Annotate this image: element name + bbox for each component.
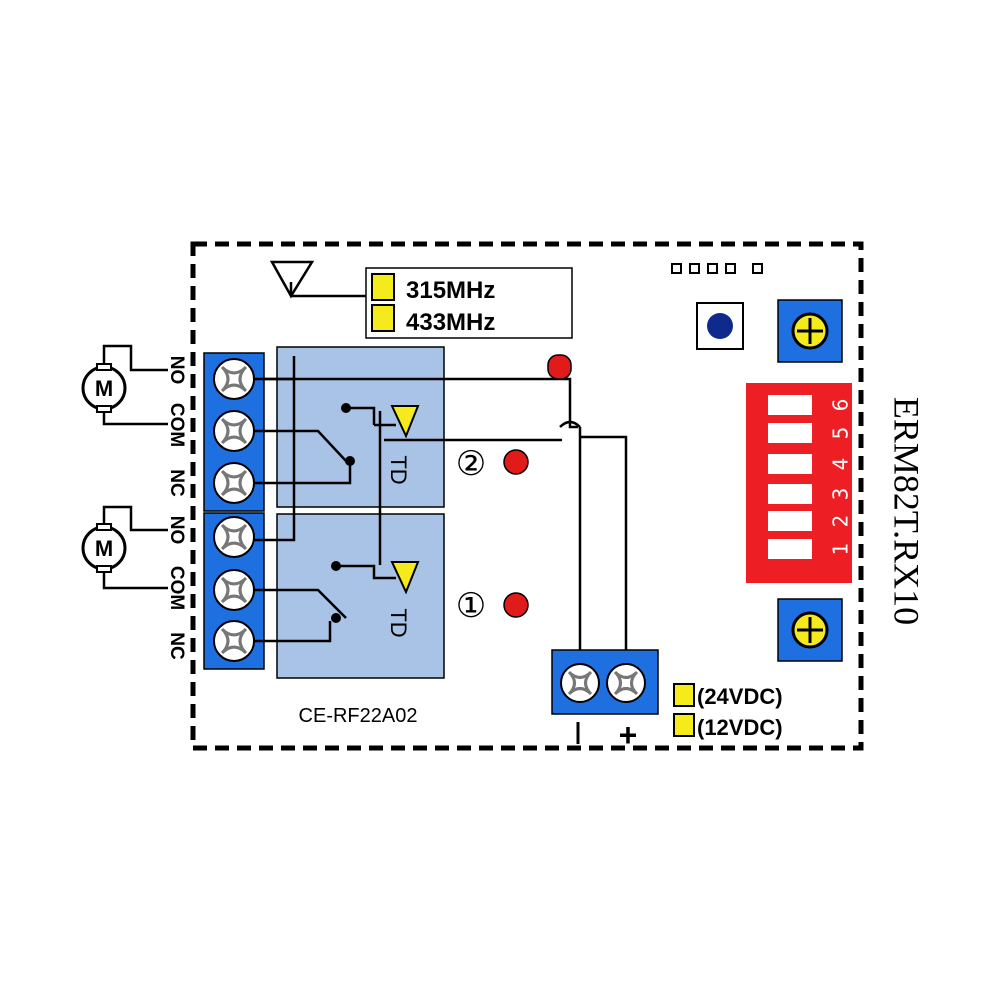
jumper-24vdc[interactable] [673, 683, 695, 707]
motor-wiring [102, 344, 168, 590]
label-nc-lower: NC [166, 632, 187, 660]
led-channel-2 [503, 449, 529, 475]
frequency-selector: 315MHz 433MHz [365, 267, 573, 339]
td-label-upper: TD [386, 455, 411, 484]
channel-1-label: ① [456, 587, 486, 625]
jumper-12vdc[interactable] [673, 713, 695, 737]
voltage-24-label: (24VDC) [697, 684, 783, 709]
label-nc-upper: NC [166, 469, 187, 497]
motor-upper-label: M [95, 376, 113, 401]
motor-upper-icon: M [81, 363, 127, 413]
power-terminal-plus[interactable] [606, 663, 646, 703]
power-terminal-minus[interactable] [560, 663, 600, 703]
board-outline [190, 241, 864, 751]
potentiometer-bottom[interactable] [777, 598, 843, 662]
motor-lower-label: M [95, 536, 113, 561]
dip-number-3: 3 [829, 488, 853, 501]
terminal-screw[interactable] [213, 516, 255, 558]
relay-1-body [276, 513, 445, 679]
terminal-screw[interactable] [213, 462, 255, 504]
dip-toggle-5[interactable] [768, 423, 812, 443]
terminal-screw[interactable] [213, 620, 255, 662]
relay-2-body [276, 346, 445, 508]
model-name: ERM82T.RX10 [887, 397, 927, 625]
dip-toggle-3[interactable] [768, 484, 812, 504]
dip-switch: 6 5 4 3 2 1 [746, 383, 853, 583]
dip-number-1: 1 [829, 543, 853, 556]
dip-number-5: 5 [829, 427, 853, 440]
motor-lower-icon: M [81, 523, 127, 573]
dip-number-4: 4 [829, 458, 853, 471]
relay-wiring [254, 356, 628, 680]
power-terminal-block [551, 649, 659, 715]
terminal-screw[interactable] [213, 569, 255, 611]
dip-toggle-1[interactable] [768, 539, 812, 559]
terminal-screw[interactable] [213, 358, 255, 400]
td-indicator-lower [390, 561, 420, 595]
td-label-lower: TD [386, 608, 411, 637]
freq-433-label: 433MHz [406, 309, 495, 336]
dip-number-6: 6 [829, 399, 853, 412]
dip-toggle-2[interactable] [768, 511, 812, 531]
potentiometer-top[interactable] [777, 299, 843, 363]
led-channel-1 [503, 592, 529, 618]
label-com-lower: COM [166, 566, 187, 610]
dip-toggle-4[interactable] [768, 454, 812, 474]
label-no-upper: NO [166, 356, 187, 385]
voltage-12-label: (12VDC) [697, 715, 783, 740]
antenna-icon [269, 260, 370, 299]
jumper-315mhz[interactable] [371, 273, 395, 301]
led-power [547, 354, 572, 380]
td-indicator-upper [390, 405, 420, 439]
freq-315-label: 315MHz [406, 277, 495, 304]
jumper-433mhz[interactable] [371, 304, 395, 332]
channel-2-label: ② [456, 445, 486, 483]
pad-row [671, 263, 763, 274]
learn-button[interactable] [696, 302, 744, 350]
terminal-screw[interactable] [213, 410, 255, 452]
label-com-upper: COM [166, 403, 187, 447]
module-name: CE-RF22A02 [299, 705, 418, 727]
plus-symbol: + [619, 717, 638, 753]
dip-number-2: 2 [829, 515, 853, 528]
dip-toggle-6[interactable] [768, 395, 812, 415]
label-no-lower: NO [166, 516, 187, 545]
